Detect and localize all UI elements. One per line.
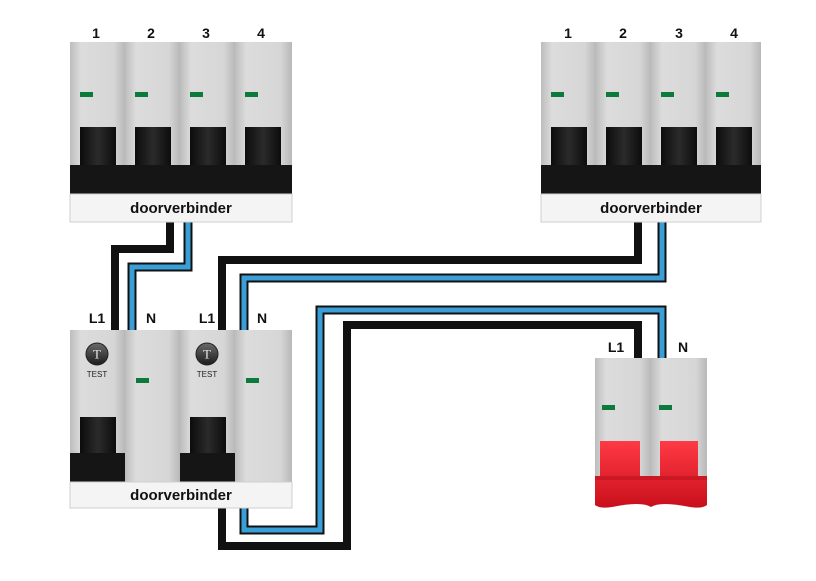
indicator-led [606, 92, 619, 97]
indicator-led [245, 92, 258, 97]
connector-label: doorverbinder [130, 200, 232, 217]
busbar-connector [69, 193, 293, 223]
neutral-wire-rcd [241, 307, 665, 533]
toggle-switch[interactable] [80, 417, 116, 453]
breaker-group-top-left: 1 2 3 4 doorverbinder [69, 25, 293, 223]
wires [111, 222, 667, 550]
indicator-led [659, 405, 672, 410]
rcbo-unit: T TEST [70, 330, 180, 482]
breaker-group-top-right: 1 2 3 4 doorverbinder [540, 25, 762, 223]
toggle-switch[interactable] [135, 127, 171, 165]
indicator-led [716, 92, 729, 97]
test-label: TEST [87, 370, 108, 379]
pole-number-1: 1 [92, 25, 100, 41]
neutral-label: N [257, 310, 267, 326]
test-button-symbol: T [203, 347, 211, 362]
pole-number-3: 3 [202, 25, 210, 41]
switch-base [180, 453, 235, 482]
toggle-switch[interactable] [606, 127, 642, 165]
neutral-label: N [678, 339, 688, 355]
switch-base [70, 453, 125, 482]
test-label: TEST [197, 370, 218, 379]
toggle-switch[interactable] [245, 127, 281, 165]
toggle-switch[interactable] [80, 127, 116, 165]
rcd-switch: L1 N [595, 339, 707, 508]
indicator-led [136, 378, 149, 383]
busbar-connector [69, 481, 293, 509]
pole-number-4: 4 [730, 25, 738, 41]
neutral-label: N [146, 310, 156, 326]
neutral-wire-group2 [241, 222, 665, 330]
phase-label: L1 [608, 339, 625, 355]
rcbo-group: L1 N L1 N T TEST T TEST doorverb [69, 310, 293, 509]
pole-number-2: 2 [147, 25, 155, 41]
switch-base-bar [541, 165, 761, 194]
rcbo-unit: T TEST [180, 330, 292, 482]
pole-number-3: 3 [675, 25, 683, 41]
pole-number-2: 2 [619, 25, 627, 41]
toggle-switch[interactable] [716, 127, 752, 165]
rcd-red-handle[interactable] [595, 441, 707, 508]
connector-label: doorverbinder [600, 200, 702, 217]
test-button-symbol: T [93, 347, 101, 362]
neutral-wire-group1 [127, 222, 193, 330]
pole-number-4: 4 [257, 25, 265, 41]
toggle-switch[interactable] [551, 127, 587, 165]
toggle-switch[interactable] [190, 127, 226, 165]
live-wire-group2 [218, 222, 642, 330]
neutral-wire-group1-core [129, 222, 191, 330]
toggle-switch[interactable] [661, 127, 697, 165]
indicator-led [246, 378, 259, 383]
live-wire-group1 [111, 222, 174, 330]
indicator-led [661, 92, 674, 97]
phase-label: L1 [199, 310, 216, 326]
toggle-switch[interactable] [190, 417, 226, 453]
indicator-led [551, 92, 564, 97]
busbar-connector [540, 193, 762, 223]
pole-number-1: 1 [564, 25, 572, 41]
phase-label: L1 [89, 310, 106, 326]
connector-label: doorverbinder [130, 487, 232, 504]
indicator-led [80, 92, 93, 97]
indicator-led [602, 405, 615, 410]
live-wire-rcd [218, 321, 642, 550]
test-button[interactable] [195, 342, 219, 366]
test-button[interactable] [85, 342, 109, 366]
switch-base-bar [70, 165, 292, 194]
indicator-led [135, 92, 148, 97]
indicator-led [190, 92, 203, 97]
